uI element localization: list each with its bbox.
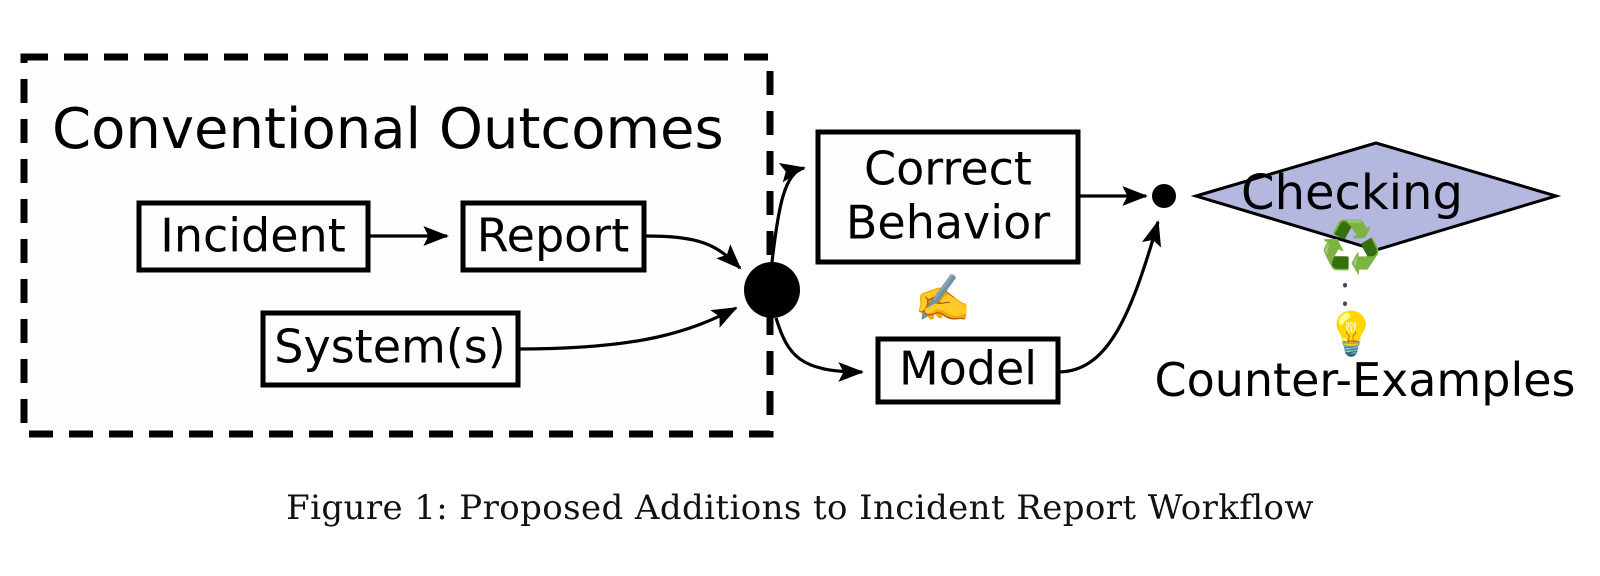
node-report-label: Report: [477, 209, 630, 263]
node-checking[interactable]: [1190, 141, 1562, 252]
group-title: Conventional Outcomes: [52, 97, 724, 162]
edge-junction-to-correct-behavior: [770, 162, 806, 263]
figure-caption: Figure 1: Proposed Additions to Incident…: [286, 488, 1314, 528]
checking-junction-dot: [1152, 184, 1176, 208]
node-model-label: Model: [899, 342, 1037, 396]
workflow-diagram: Conventional Outcomes Incident Report Sy…: [20, 53, 1576, 438]
edge-report-to-junction: [643, 234, 742, 270]
node-incident[interactable]: [136, 200, 371, 273]
node-systems-label: System(s): [274, 320, 505, 374]
node-correct-behavior[interactable]: [815, 129, 1081, 265]
light-bulb-icon: 💡: [1325, 309, 1378, 358]
node-systems[interactable]: [260, 310, 521, 388]
node-correct-behavior-label-line1: Correct: [864, 142, 1032, 196]
edge-model-to-checking: [1057, 220, 1162, 374]
node-checking-label: Checking: [1241, 165, 1463, 221]
node-incident-label: Incident: [160, 209, 345, 263]
main-junction-dot: [744, 262, 800, 318]
counter-examples-label: Counter-Examples: [1154, 353, 1575, 407]
edge-junction-to-model: [774, 317, 864, 382]
edge-systems-to-junction: [517, 306, 738, 351]
writing-hand-icon: ✍️: [914, 271, 972, 325]
node-correct-behavior-label-line2: Behavior: [846, 196, 1050, 250]
recycle-icon: ♻️: [1320, 218, 1383, 276]
